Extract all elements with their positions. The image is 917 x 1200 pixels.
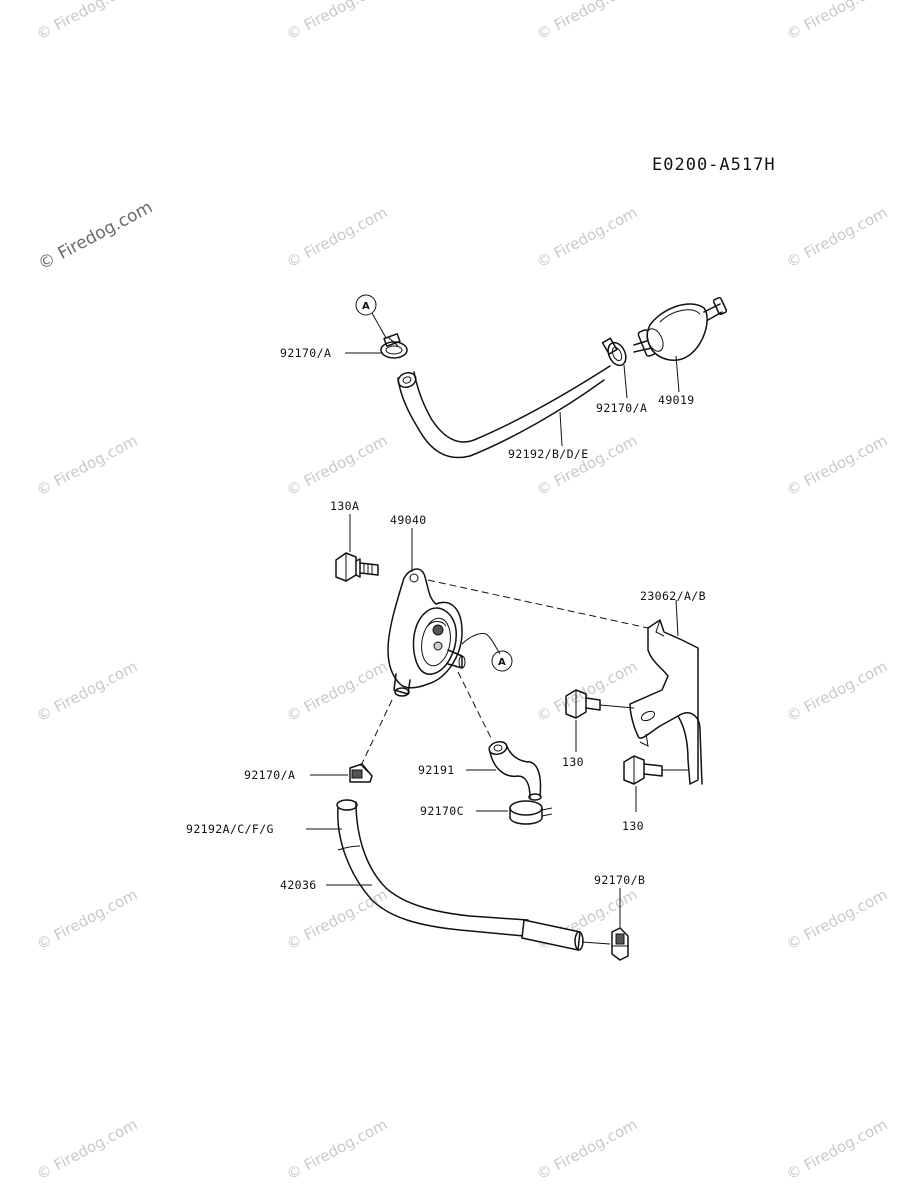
watermark-tile: © Firedog.com (533, 657, 640, 725)
watermark-tile: © Firedog.com (783, 203, 890, 271)
part-label-92170a-filter: 92170/A (596, 401, 647, 415)
leader-line (559, 411, 563, 447)
part-label-49019: 49019 (658, 393, 695, 407)
assembly-dashed-line (427, 579, 649, 629)
hose-lower (336, 799, 584, 951)
diagram-code: E0200-A517H (652, 155, 776, 175)
callout-letter: A (362, 301, 370, 312)
callout-a-lower: A (461, 633, 513, 672)
clamp-upper-left (380, 333, 408, 359)
leader-line (581, 941, 611, 945)
part-label-92191: 92191 (418, 763, 455, 777)
watermark-tile: © Firedog.com (33, 431, 140, 499)
watermark-layer: © Firedog.com © Firedog.com © Firedog.co… (33, 0, 890, 1184)
part-label-130a: 130A (330, 499, 359, 513)
callout-a-upper: A (355, 294, 387, 339)
watermark-tile: © Firedog.com (783, 431, 890, 499)
watermark-tile: © Firedog.com (33, 885, 140, 953)
watermark-tile: © Firedog.com (283, 203, 390, 271)
part-label-92192bde: 92192/B/D/E (508, 447, 589, 461)
callout-letter: A (498, 657, 506, 668)
elbow-hose (488, 741, 542, 801)
watermark-tile: © Firedog.com (33, 657, 140, 725)
part-label-92170a-lower: 92170/A (244, 768, 295, 782)
bolt-130-lower (623, 755, 663, 785)
hose-upper-outline (413, 365, 611, 443)
watermark-tile: © Firedog.com (283, 431, 390, 499)
watermark-tile: © Firedog.com (783, 1115, 890, 1183)
assembly-dashed-line (357, 699, 393, 773)
clamp-filter (601, 337, 627, 367)
hose-upper-outline (397, 377, 605, 459)
part-label-23062ab: 23062/A/B (640, 589, 706, 603)
watermark-tile: © Firedog.com (283, 657, 390, 725)
leader-line (675, 355, 680, 393)
fuel-filter (633, 296, 728, 362)
watermark-tile: © Firedog.com (283, 1115, 390, 1183)
watermark-tile: © Firedog.com (783, 0, 890, 44)
watermark-tile: © Firedog.com (33, 1115, 140, 1183)
part-label-130-lower: 130 (622, 819, 644, 833)
leader-line (599, 704, 635, 709)
watermark-main: © Firedog.com (35, 197, 156, 274)
clamp-lower (349, 763, 373, 783)
watermark-tile: © Firedog.com (33, 0, 140, 44)
part-label-92170b: 92170/B (594, 873, 645, 887)
watermark-tile: © Firedog.com (783, 885, 890, 953)
part-label-92170c: 92170C (420, 804, 464, 818)
part-label-42036: 42036 (280, 878, 317, 892)
watermark-tile: © Firedog.com (283, 885, 390, 953)
upper-assembly: A 92170/A 92170/A 49019 (280, 294, 728, 461)
leader-line (623, 364, 628, 399)
watermark-tile: © Firedog.com (533, 431, 640, 499)
clamp-92170c (509, 800, 553, 825)
watermark-tile: © Firedog.com (533, 1115, 640, 1183)
part-label-92170a-upper: 92170/A (280, 346, 331, 360)
part-label-49040: 49040 (390, 513, 427, 527)
pump-bracket (629, 619, 703, 785)
part-label-92192acfg: 92192A/C/F/G (186, 822, 274, 836)
fuel-pump (387, 568, 466, 697)
clamp-92170b (611, 927, 629, 961)
watermark-tile: © Firedog.com (533, 203, 640, 271)
part-label-130-upper: 130 (562, 755, 584, 769)
watermark-tile: © Firedog.com (783, 657, 890, 725)
bolt-130a (335, 552, 379, 582)
lower-assembly: 130A 49040 A (186, 499, 706, 961)
hose-upper-end-inner (402, 376, 412, 384)
assembly-dashed-line (457, 671, 493, 741)
hose-upper-end (397, 371, 417, 389)
watermark-tile: © Firedog.com (283, 0, 390, 44)
leader-line (675, 599, 679, 637)
watermark-tile: © Firedog.com (533, 0, 640, 44)
